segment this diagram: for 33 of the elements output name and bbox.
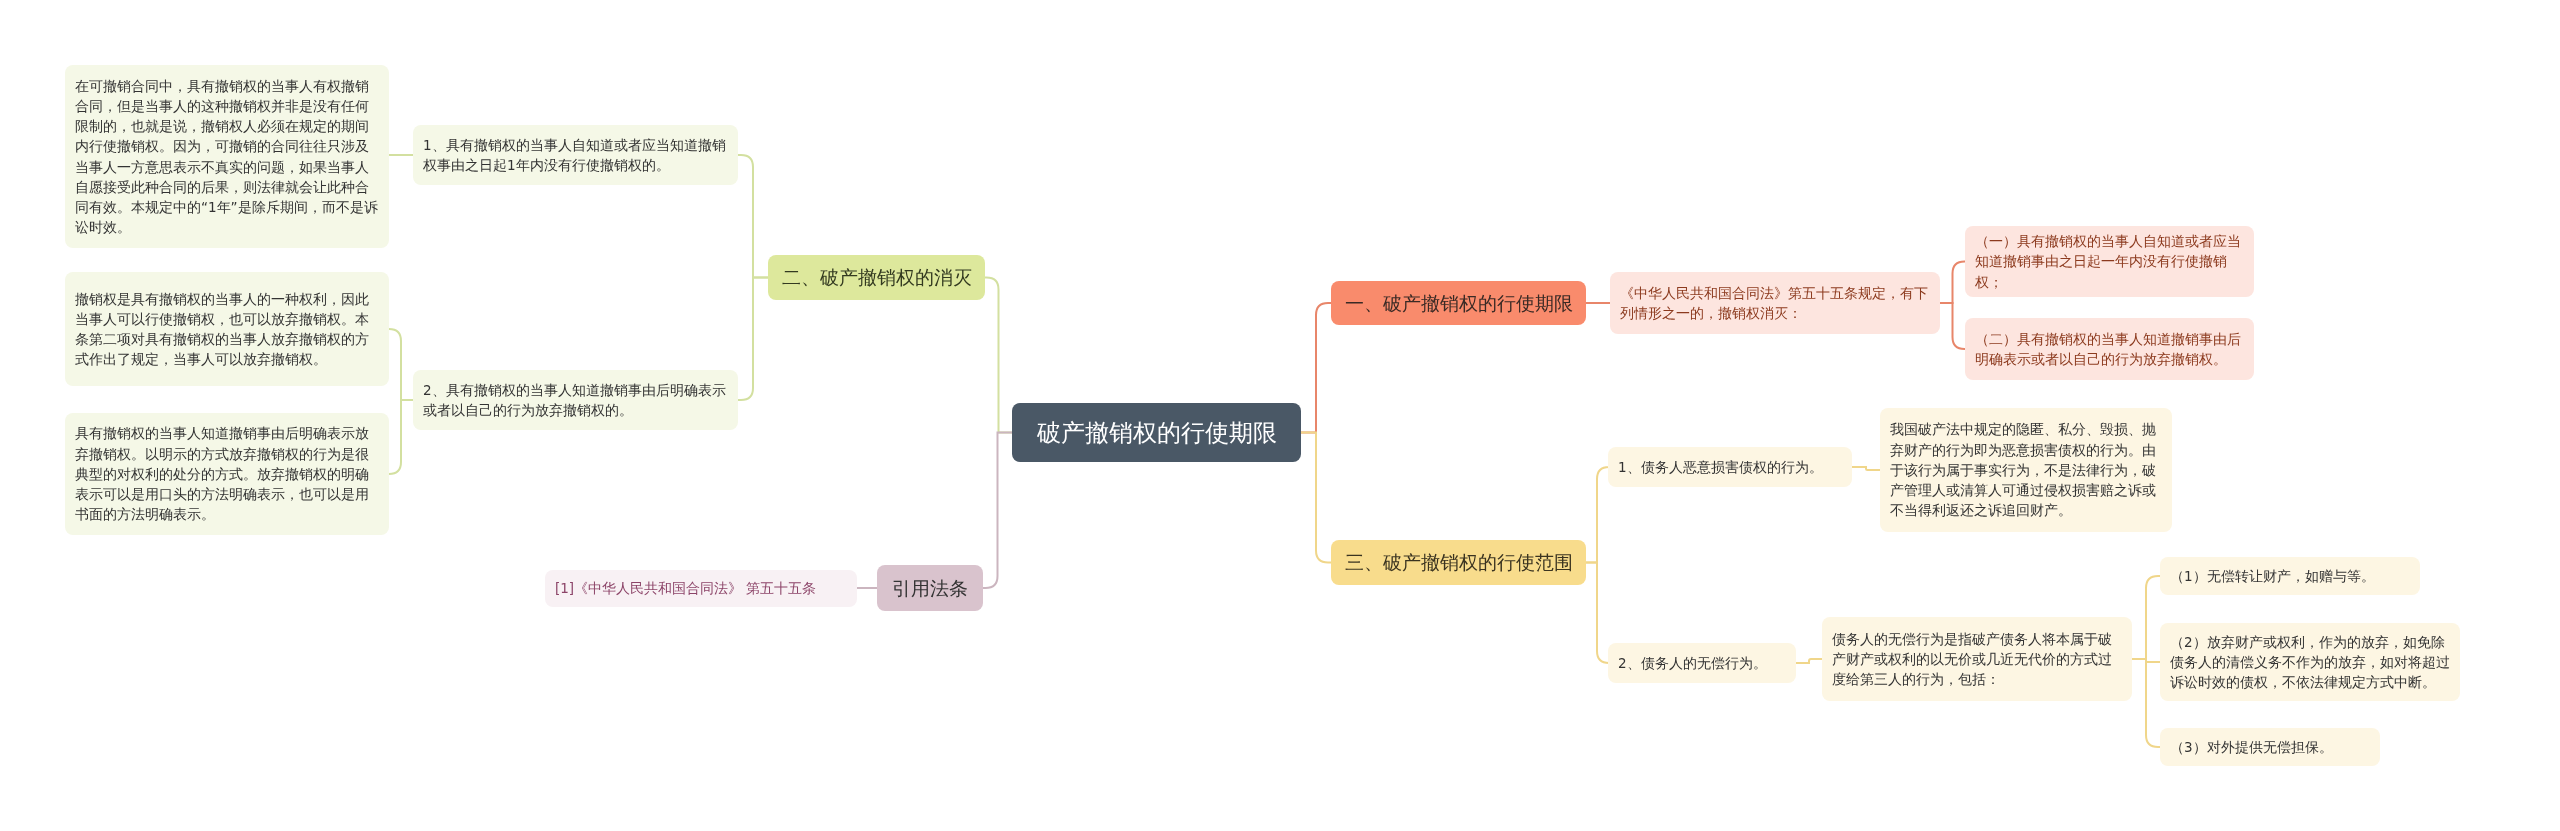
subtopic-box: 具有撤销权的当事人知道撤销事由后明确表示放弃撤销权。以明示的方式放弃撤销权的行为是很典型的对权利的处分的方式。放弃撤销权的明确表示可以是用口头的方法明确表示，也可以是用书面的方法明确表示。 [65, 413, 389, 535]
connector-line [1585, 302, 1611, 304]
connector-line [1795, 658, 1823, 664]
branch-topic-box: 二、破产撤销权的消灭 [768, 255, 985, 300]
subtopic-box: （2）放弃财产或权利，作为的放弃，如免除债务人的清偿义务不作为的放弃，如对将超过诉讼时效的债权，不依法律规定方式中断。 [2160, 623, 2460, 701]
branch-topic-box: 一、破产撤销权的行使期限 [1331, 281, 1586, 325]
subtopic-box: （一）具有撤销权的当事人自知道或者应当知道撤销事由之日起一年内没有行使撤销权； [1965, 226, 2254, 297]
subtopic-box: 在可撤销合同中，具有撤销权的当事人有权撤销合同，但是当事人的这种撤销权并非是没有任何限制的，也就是说，撤销权人必须在规定的期间内行使撤销权。因为，可撤销的合同往往只涉及当事人一方意思表示不真实的问题，如果当事人自愿接受此种合同的后果，则法律就会让此种合同有效。本规定中的“1年”是除斥期间，而不是诉讼时效。 [65, 65, 389, 248]
branch-topic-box: 三、破产撤销权的行使范围 [1331, 540, 1586, 585]
subtopic-box: 2、具有撤销权的当事人知道撤销事由后明确表示或者以自己的行为放弃撤销权的。 [413, 370, 738, 430]
connector-line [1585, 561, 1610, 664]
connector-line [982, 431, 1013, 589]
connector-line [2131, 658, 2161, 748]
branch-topic-box: 引用法条 [877, 565, 983, 611]
subtopic-box: （1）无偿转让财产，如赠与等。 [2160, 557, 2420, 595]
subtopic-box: 我国破产法中规定的隐匿、私分、毁损、抛弃财产的行为即为恶意损害债权的行为。由于该行为属于事实行为，不是法律行为，破产管理人或清算人可通过侵权损害赔之诉或不当得利返还之诉追回财产。 [1880, 408, 2172, 532]
connector-line [1851, 466, 1881, 471]
connector-line [737, 276, 769, 401]
connector-line [388, 399, 414, 475]
connector-line [1300, 431, 1332, 564]
subtopic-box: 《中华人民共和国合同法》第五十五条规定，有下列情形之一的，撤销权消灭： [1610, 272, 1940, 334]
subtopic-box: （3）对外提供无偿担保。 [2160, 728, 2380, 766]
subtopic-box: 撤销权是具有撤销权的当事人的一种权利，因此当事人可以行使撤销权，也可以放弃撤销权。本条第二项对具有撤销权的当事人放弃撤销权的方式作出了规定，当事人可以放弃撤销权。 [65, 272, 389, 386]
citation-box: [1]《中华人民共和国合同法》 第五十五条 [545, 570, 857, 607]
subtopic-box: 债务人的无偿行为是指破产债务人将本属于破产财产或权利的以无价或几近无代价的方式过度给第三人的行为，包括： [1822, 617, 2132, 701]
subtopic-box: 2、债务人的无偿行为。 [1608, 643, 1796, 683]
connector-line [856, 587, 878, 589]
connector-line [1939, 302, 1966, 350]
subtopic-box: 1、具有撤销权的当事人自知道或者应当知道撤销权事由之日起1年内没有行使撤销权的。 [413, 125, 738, 185]
central-topic-box: 破产撤销权的行使期限 [1012, 403, 1301, 462]
connector-line [388, 154, 414, 156]
subtopic-box: （二）具有撤销权的当事人知道撤销事由后明确表示或者以自己的行为放弃撤销权。 [1965, 318, 2254, 380]
subtopic-box: 1、债务人恶意损害债权的行为。 [1608, 447, 1852, 487]
